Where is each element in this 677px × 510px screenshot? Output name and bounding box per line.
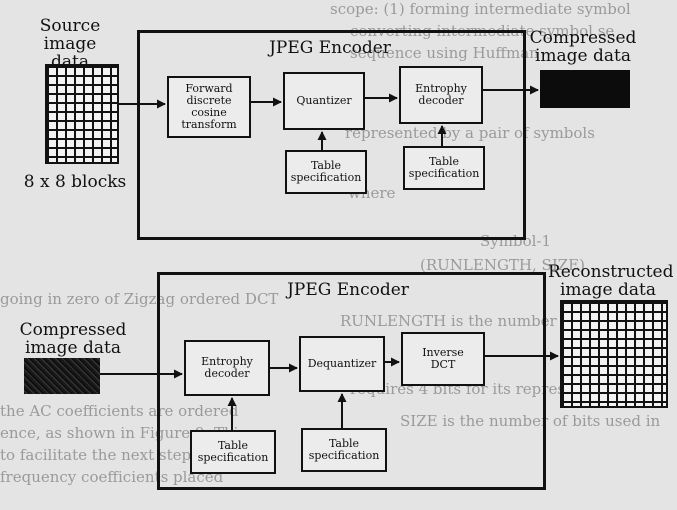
quantizer-label: Quantizer (296, 94, 352, 108)
background-text: going in zero of Zigzag ordered DCT (0, 290, 279, 308)
background-text: Symbol-1 (480, 232, 552, 250)
background-text: sequence using Huffman (350, 44, 539, 62)
background-text: to facilitate the next step (0, 446, 192, 464)
table-spec-box-1: Table specification (285, 150, 367, 194)
decoder-frame (157, 272, 546, 490)
table-spec-label-3: Table specification (197, 439, 269, 464)
background-text: represented by a pair of symbols (345, 124, 595, 142)
encoder-frame (137, 30, 526, 240)
compressed-output-label: Compressed image data (529, 28, 637, 66)
source-image-grid (45, 64, 119, 164)
background-text: frequency coefficients placed (0, 468, 224, 486)
table-spec-box-3: Table specification (190, 430, 276, 474)
background-text: the AC coefficients are ordered (0, 402, 239, 420)
reconstructed-image-grid (560, 300, 668, 408)
dequantizer-box: Dequantizer (299, 336, 385, 392)
fdct-box: Forward discrete cosine transform (167, 76, 251, 138)
blocks-label: 8 x 8 blocks (23, 172, 127, 192)
background-text: SIZE is the number of bits used in (400, 412, 661, 430)
table-spec-label-1: Table specification (290, 159, 362, 184)
table-spec-box-2: Table specification (403, 146, 485, 190)
table-spec-label-4: Table specification (308, 437, 380, 462)
fdct-label: Forward discrete cosine transform (181, 82, 237, 131)
dequantizer-label: Dequantizer (307, 357, 377, 371)
entropy-decoder-label: Entrophy decoder (201, 355, 253, 380)
decoder-title: JPEG Encoder (287, 280, 409, 300)
background-text: (RUNLENGTH, SIZE) (420, 256, 585, 274)
idct-label: Inverse DCT (422, 346, 464, 371)
background-text: scope: (1) forming intermediate symbol (330, 0, 631, 18)
reconstructed-label: Reconstructed image data (548, 262, 674, 300)
entropy-encoder-label: Entrophy decoder (415, 82, 467, 107)
compressed-output-block (540, 70, 630, 108)
quantizer-box: Quantizer (283, 72, 365, 130)
table-spec-box-4: Table specification (301, 428, 387, 472)
compressed-input-block (24, 358, 100, 394)
entropy-decoder-box: Entrophy decoder (184, 340, 270, 396)
compressed-input-label: Compressed image data (19, 320, 127, 358)
background-text: RUNLENGTH is the number (340, 312, 557, 330)
encoder-title: JPEG Encoder (269, 38, 391, 58)
entropy-encoder-box: Entrophy decoder (399, 66, 483, 124)
idct-box: Inverse DCT (401, 332, 485, 386)
table-spec-label-2: Table specification (408, 155, 480, 180)
background-text: ence, as shown in Figure 9. This (0, 424, 247, 442)
